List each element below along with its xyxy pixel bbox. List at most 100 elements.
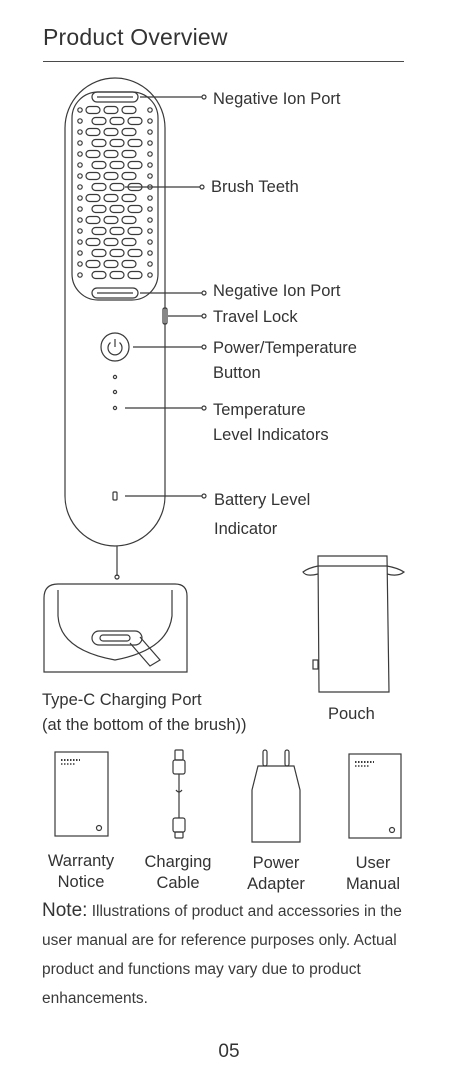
- label-user-manual: User Manual: [334, 853, 412, 895]
- brush-tooth-dot: [77, 228, 83, 234]
- brush-tooth: [91, 204, 107, 214]
- brush-tooth-dot: [77, 195, 83, 201]
- page-number: 05: [218, 1041, 240, 1062]
- brush-tooth: [121, 193, 137, 203]
- label-power-button-line2: Button: [213, 364, 261, 382]
- brush-tooth: [109, 226, 125, 236]
- brush-tooth: [109, 160, 125, 170]
- brush-tooth-dot: [77, 173, 83, 179]
- brush-tooth: [121, 259, 137, 269]
- label-charging-port-line1: Type-C Charging Port: [42, 691, 202, 709]
- pouch-illustration: [302, 555, 406, 693]
- brush-tooth-dot: [147, 162, 153, 168]
- brush-tooth-dot: [147, 129, 153, 135]
- label-cable-line2: Cable: [156, 874, 200, 892]
- brush-tooth: [85, 149, 101, 159]
- brush-tooth-dot: [147, 107, 153, 113]
- brush-tooth-dot: [147, 239, 153, 245]
- brush-tooth-dot: [77, 118, 83, 124]
- brush-illustration: [64, 77, 168, 580]
- brush-tooth: [103, 105, 119, 115]
- brush-tooth: [109, 248, 125, 258]
- label-travel-lock: Travel Lock: [213, 308, 298, 326]
- brush-tooth: [85, 127, 101, 137]
- label-temperature-line2: Level Indicators: [213, 426, 329, 444]
- charging-port-detail: [43, 583, 188, 673]
- label-charging-port-line2: (at the bottom of the brush)): [42, 716, 247, 734]
- brush-tooth-dot: [77, 261, 83, 267]
- label-adapter-line1: Power: [252, 854, 300, 872]
- brush-tooth-dot: [147, 206, 153, 212]
- label-temperature-line1: Temperature: [213, 401, 306, 419]
- brush-tooth: [91, 160, 107, 170]
- brush-tooth: [127, 138, 143, 148]
- brush-tooth: [127, 248, 143, 258]
- brush-tooth: [121, 171, 137, 181]
- brush-tooth: [91, 116, 107, 126]
- brush-tooth: [103, 259, 119, 269]
- label-warranty-line1: Warranty: [47, 852, 115, 870]
- brush-tooth-dot: [147, 261, 153, 267]
- brush-tooth: [121, 149, 137, 159]
- label-warranty-notice: Warranty Notice: [40, 851, 122, 893]
- brush-tooth: [121, 237, 137, 247]
- brush-tooth: [103, 127, 119, 137]
- brush-tooth: [109, 138, 125, 148]
- brush-tooth-dot: [147, 272, 153, 278]
- label-negative-ion-port-bottom: Negative Ion Port: [213, 282, 341, 300]
- brush-tooth: [85, 105, 101, 115]
- brush-tooth-dot: [77, 250, 83, 256]
- brush-tooth-dot: [77, 107, 83, 113]
- note-heading: Note:: [42, 900, 88, 921]
- label-power-button-line1: Power/Temperature: [213, 339, 357, 357]
- brush-tooth: [85, 171, 101, 181]
- brush-tooth: [103, 149, 119, 159]
- brush-tooth: [91, 182, 107, 192]
- brush-tooth: [85, 237, 101, 247]
- brush-tooth: [85, 259, 101, 269]
- brush-tooth: [103, 171, 119, 181]
- brush-tooth: [121, 215, 137, 225]
- brush-tooth: [127, 116, 143, 126]
- label-manual-line1: User: [355, 854, 391, 872]
- brush-tooth: [91, 138, 107, 148]
- brush-tooth-dot: [77, 272, 83, 278]
- brush-tooth: [91, 248, 107, 258]
- title-divider: [43, 61, 404, 62]
- brush-tooth: [109, 116, 125, 126]
- brush-tooth: [85, 193, 101, 203]
- label-charging-cable: Charging Cable: [136, 852, 220, 894]
- label-pouch: Pouch: [328, 705, 375, 723]
- brush-tooth: [91, 270, 107, 280]
- brush-tooth-dot: [147, 217, 153, 223]
- warranty-notice-illustration: [54, 751, 109, 837]
- label-brush-teeth: Brush Teeth: [211, 178, 299, 196]
- brush-tooth: [103, 237, 119, 247]
- label-adapter-line2: Adapter: [247, 875, 305, 893]
- label-negative-ion-port-top: Negative Ion Port: [213, 90, 341, 108]
- user-manual-illustration: [348, 753, 402, 839]
- label-battery-line1: Battery Level: [214, 491, 311, 509]
- brush-tooth-dot: [147, 118, 153, 124]
- brush-tooth: [85, 215, 101, 225]
- brush-tooth-dot: [147, 195, 153, 201]
- brush-tooth: [121, 105, 137, 115]
- brush-tooth: [121, 127, 137, 137]
- brush-tooth-dot: [77, 151, 83, 157]
- brush-tooth-dot: [77, 184, 83, 190]
- page-title: Product Overview: [43, 24, 228, 50]
- brush-tooth: [109, 270, 125, 280]
- brush-tooth-dot: [77, 162, 83, 168]
- brush-tooth: [127, 226, 143, 236]
- brush-tooth-dot: [147, 151, 153, 157]
- brush-tooth: [127, 270, 143, 280]
- brush-tooth-dot: [147, 228, 153, 234]
- brush-tooth-dot: [147, 140, 153, 146]
- brush-tooth-dot: [77, 217, 83, 223]
- power-adapter-illustration: [251, 749, 301, 843]
- brush-tooth: [91, 226, 107, 236]
- brush-tooth-dot: [147, 250, 153, 256]
- brush-tooth-dot: [77, 129, 83, 135]
- brush-tooth: [103, 215, 119, 225]
